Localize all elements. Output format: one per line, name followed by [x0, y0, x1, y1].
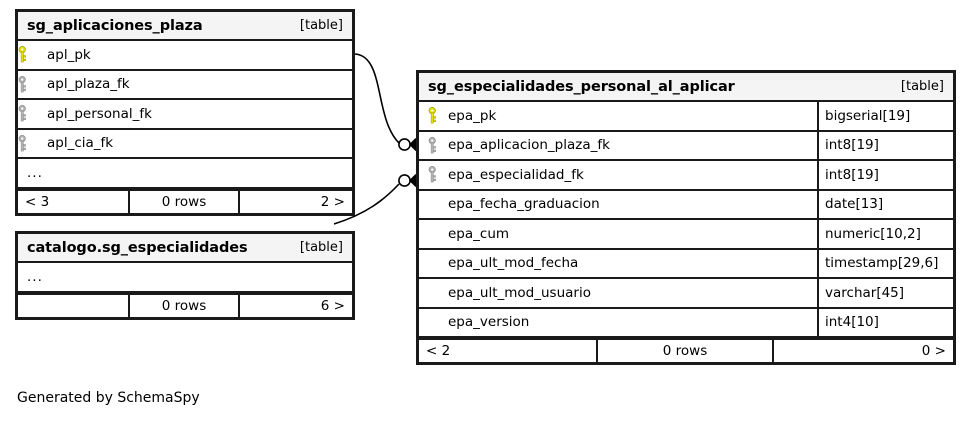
- table-type-tag: [table]: [299, 18, 343, 33]
- footer-parent-count[interactable]: < 3: [18, 190, 131, 213]
- generated-by-label: Generated by SchemaSpy: [17, 390, 200, 406]
- table-row[interactable]: epa_especialidad_fk int8[19]: [419, 161, 953, 191]
- column-type: varchar[45]: [817, 279, 953, 307]
- table-footer: 0 rows 6 >: [18, 292, 352, 317]
- foreign-key-icon: [428, 136, 448, 154]
- footer-row-count: 0 rows: [130, 294, 240, 317]
- more-columns-indicator: ...: [18, 263, 352, 293]
- column-type: int4[10]: [817, 308, 953, 336]
- column-name-cell: epa_pk: [419, 102, 817, 130]
- primary-key-icon: [428, 107, 448, 124]
- relationship-line-apl-pk-to-epa-aplicacion-plaza-fk: [354, 53, 417, 151]
- footer-parent-count: [18, 294, 131, 317]
- table-card-sg-aplicaciones-plaza[interactable]: sg_aplicaciones_plaza [table] apl_pk: [15, 9, 355, 216]
- table-row[interactable]: apl_pk: [18, 41, 352, 71]
- column-name-cell: epa_version: [419, 309, 817, 337]
- column-name: apl_pk: [47, 46, 91, 63]
- table-row[interactable]: epa_ult_mod_fecha timestamp[29,6]: [419, 249, 953, 279]
- table-row[interactable]: epa_ult_mod_usuario varchar[45]: [419, 279, 953, 309]
- column-name: apl_plaza_fk: [47, 76, 130, 93]
- column-type: int8[19]: [817, 131, 953, 159]
- column-name: epa_ult_mod_usuario: [448, 284, 591, 301]
- table-row[interactable]: epa_aplicacion_plaza_fk int8[19]: [419, 131, 953, 161]
- column-type: int8[19]: [817, 161, 953, 189]
- table-row[interactable]: apl_personal_fk: [18, 100, 352, 130]
- table-header: catalogo.sg_especialidades [table]: [18, 234, 352, 263]
- column-name: apl_personal_fk: [47, 105, 152, 122]
- column-name-cell: epa_especialidad_fk: [419, 161, 817, 189]
- primary-key-icon: [18, 41, 38, 69]
- column-type: date[13]: [817, 190, 953, 218]
- column-name: epa_fecha_graduacion: [448, 196, 600, 213]
- foreign-key-icon: [18, 71, 38, 99]
- table-row[interactable]: epa_fecha_graduacion date[13]: [419, 190, 953, 220]
- table-row[interactable]: apl_cia_fk: [18, 130, 352, 159]
- foreign-key-icon: [428, 166, 448, 183]
- column-name-cell: epa_ult_mod_usuario: [419, 279, 817, 307]
- column-name: epa_version: [448, 314, 530, 331]
- table-type-tag: [table]: [900, 79, 944, 94]
- column-name-cell: epa_ult_mod_fecha: [419, 250, 817, 278]
- more-columns-indicator: ...: [18, 159, 352, 189]
- foreign-key-icon: [18, 130, 38, 158]
- footer-parent-count[interactable]: < 2: [419, 340, 599, 362]
- column-type: numeric[10,2]: [817, 220, 953, 248]
- column-name: epa_ult_mod_fecha: [448, 255, 579, 272]
- foreign-key-icon: [18, 100, 38, 128]
- table-row[interactable]: epa_cum numeric[10,2]: [419, 220, 953, 250]
- table-footer: < 3 0 rows 2 >: [18, 188, 352, 213]
- column-type: timestamp[29,6]: [817, 249, 953, 277]
- table-title: sg_aplicaciones_plaza: [27, 17, 203, 34]
- footer-row-count: 0 rows: [598, 340, 774, 362]
- table-card-catalogo-sg-especialidades[interactable]: catalogo.sg_especialidades [table] ... 0…: [15, 231, 355, 320]
- table-row[interactable]: apl_plaza_fk: [18, 71, 352, 100]
- table-row[interactable]: epa_pk bigserial[19]: [419, 102, 953, 132]
- table-header: sg_aplicaciones_plaza [table]: [18, 12, 352, 41]
- column-name: epa_especialidad_fk: [448, 166, 584, 183]
- table-title: sg_especialidades_personal_al_aplicar: [428, 78, 735, 95]
- footer-child-count[interactable]: 6 >: [320, 297, 345, 314]
- column-name: apl_cia_fk: [47, 135, 114, 152]
- table-header: sg_especialidades_personal_al_aplicar [t…: [419, 73, 953, 102]
- table-row[interactable]: epa_version int4[10]: [419, 308, 953, 338]
- column-name-cell: epa_fecha_graduacion: [419, 191, 817, 219]
- column-name: epa_cum: [448, 225, 510, 242]
- footer-row-count: 0 rows: [130, 190, 240, 213]
- column-name-cell: epa_aplicacion_plaza_fk: [419, 132, 817, 160]
- column-type: bigserial[19]: [817, 102, 953, 130]
- table-card-sg-especialidades-personal-al-aplicar[interactable]: sg_especialidades_personal_al_aplicar [t…: [416, 70, 956, 365]
- footer-child-count[interactable]: 2 >: [320, 193, 345, 210]
- table-footer: < 2 0 rows 0 >: [419, 338, 953, 362]
- footer-child-count[interactable]: 0 >: [921, 343, 946, 359]
- table-type-tag: [table]: [299, 240, 343, 255]
- table-title: catalogo.sg_especialidades: [27, 239, 248, 256]
- column-name: epa_pk: [448, 107, 497, 124]
- column-name-cell: epa_cum: [419, 220, 817, 248]
- column-name: epa_aplicacion_plaza_fk: [448, 137, 610, 154]
